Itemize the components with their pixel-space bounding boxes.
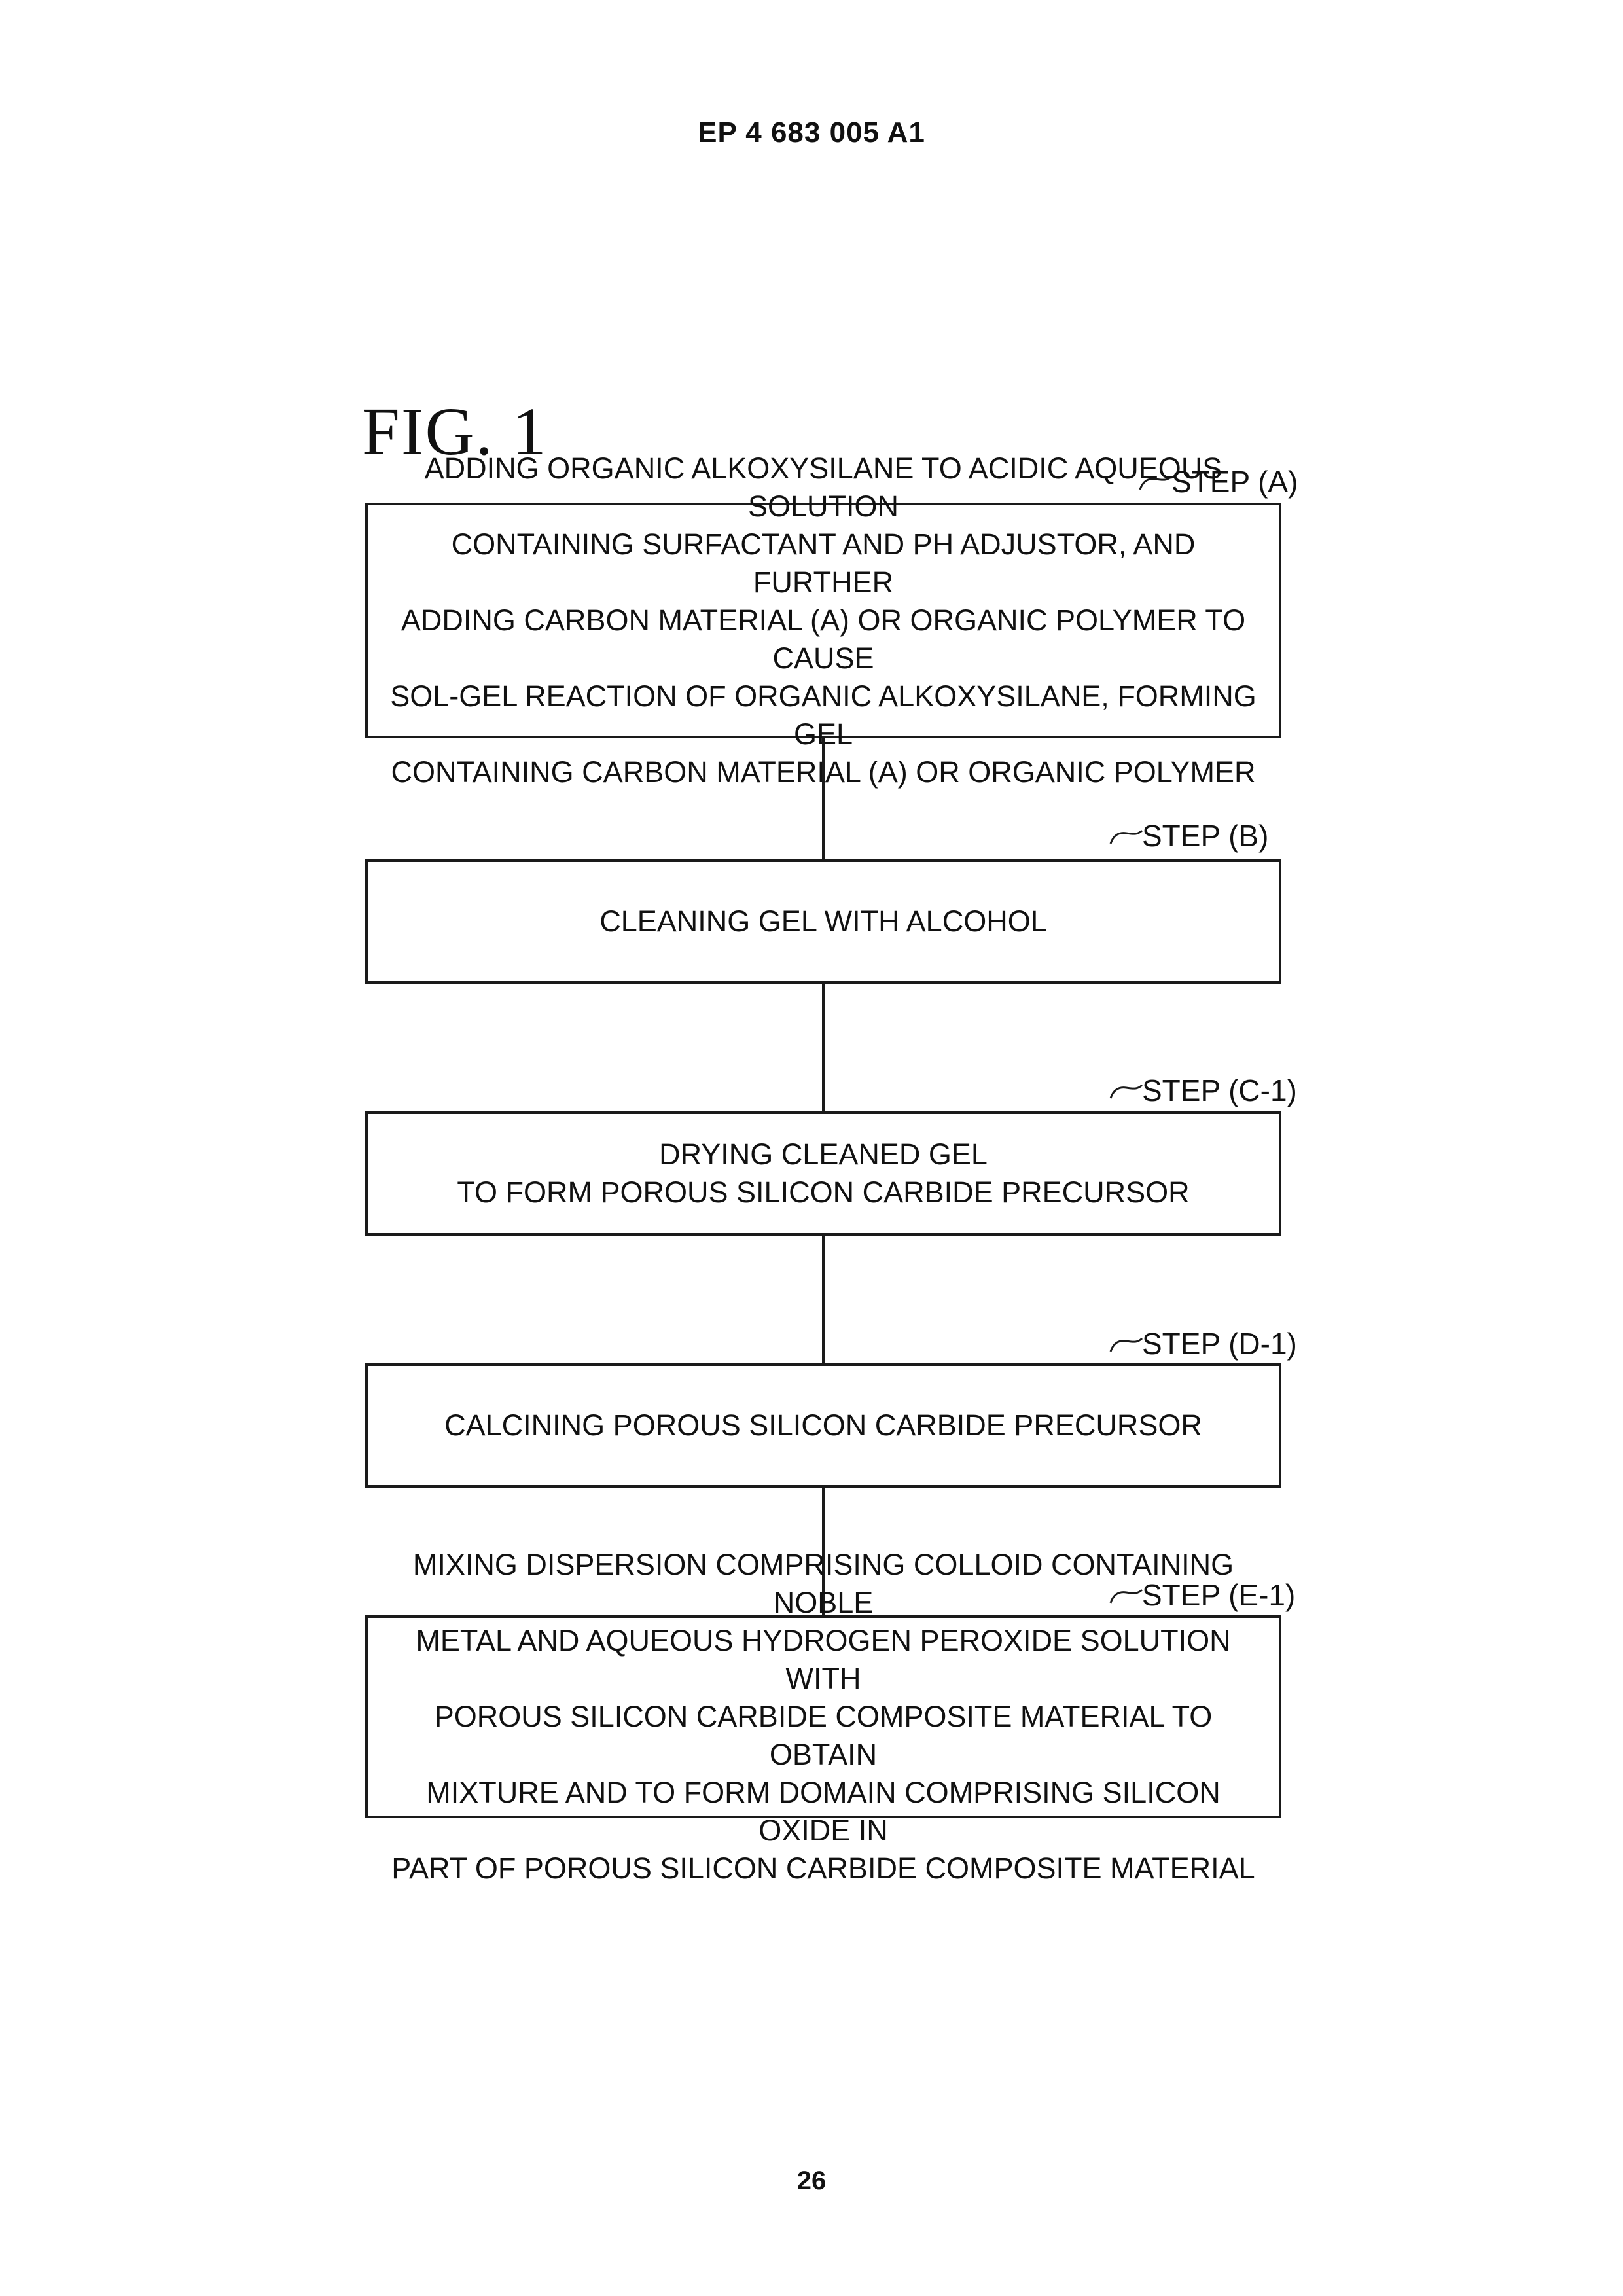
step-c1-label: STEP (C-1) xyxy=(1142,1075,1297,1105)
page-number: 26 xyxy=(0,2166,1623,2196)
step-b-box: CLEANING GEL WITH ALCOHOL xyxy=(365,859,1281,984)
connector-a-b xyxy=(822,738,825,859)
step-e1-box: MIXING DISPERSION COMPRISING COLLOID CON… xyxy=(365,1615,1281,1818)
step-d1-leader-line xyxy=(1109,1336,1143,1353)
step-d1-box: CALCINING POROUS SILICON CARBIDE PRECURS… xyxy=(365,1363,1281,1488)
step-b-leader-line xyxy=(1109,828,1143,845)
step-b-label: STEP (B) xyxy=(1142,821,1268,851)
connector-b-c1 xyxy=(822,984,825,1111)
step-d1-label: STEP (D-1) xyxy=(1142,1329,1297,1359)
step-c1-leader-line xyxy=(1109,1083,1143,1100)
step-c1-box: DRYING CLEANED GEL TO FORM POROUS SILICO… xyxy=(365,1111,1281,1236)
publication-number: EP 4 683 005 A1 xyxy=(0,117,1623,149)
connector-c1-d1 xyxy=(822,1236,825,1363)
step-a-box: ADDING ORGANIC ALKOXYSILANE TO ACIDIC AQ… xyxy=(365,503,1281,738)
